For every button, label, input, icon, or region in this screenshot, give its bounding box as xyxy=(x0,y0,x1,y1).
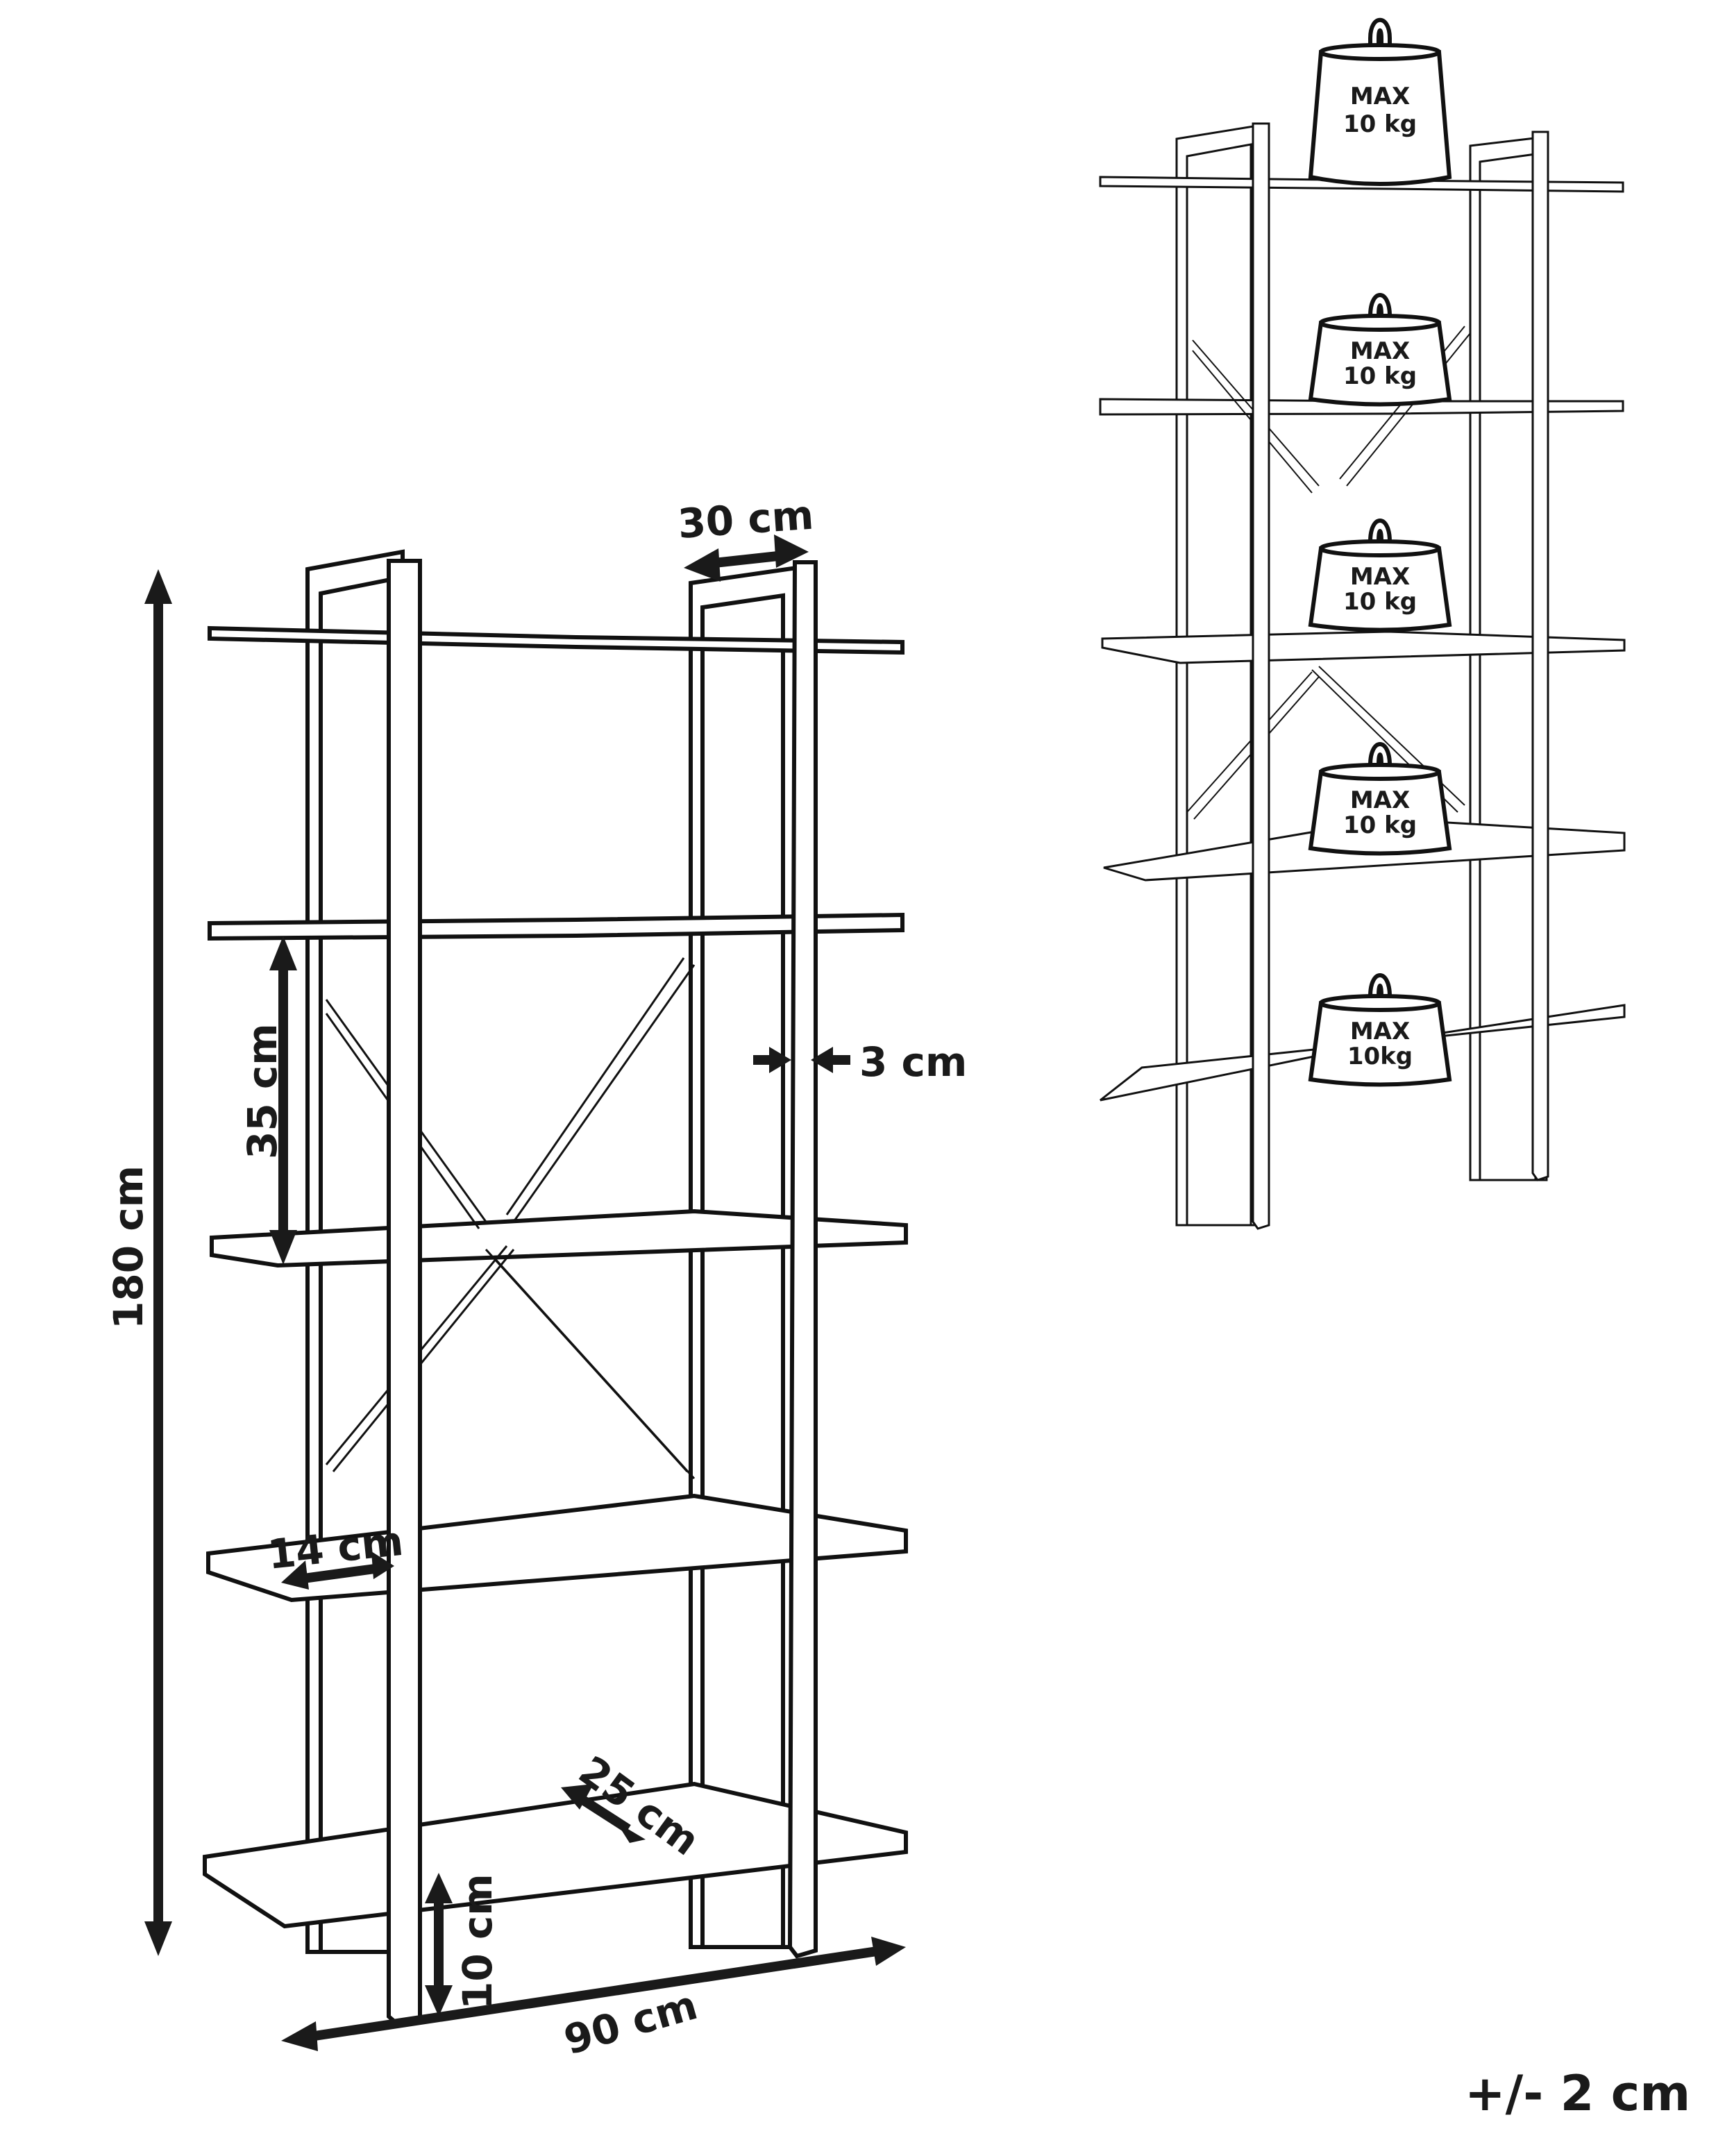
weight-icon: MAX 10 kg xyxy=(1308,17,1452,186)
dimension-arrows xyxy=(144,534,906,2051)
shelf-2 xyxy=(208,912,904,941)
dimensioned-shelf-drawing xyxy=(203,549,908,2028)
front-left-post xyxy=(387,559,422,2028)
dim-label-width-depth: 30 cm xyxy=(676,491,815,547)
weight-label-line1: MAX xyxy=(1350,1018,1410,1045)
rc-front-right-post xyxy=(1531,130,1549,1181)
weight-icon: MAX 10 kg xyxy=(1308,293,1452,407)
load-capacity-shelf-drawing xyxy=(1099,122,1626,1230)
weight-label-line2: 10 kg xyxy=(1343,362,1417,390)
rc-front-left-post xyxy=(1252,122,1270,1230)
dim-label-floor-clearance: 10 cm xyxy=(454,1873,501,2010)
weight-label-line1: MAX xyxy=(1350,563,1410,591)
rc-back-right-post xyxy=(1469,135,1548,1181)
tolerance-note: +/- 2 cm xyxy=(1465,2065,1690,2122)
weight-label-line1: MAX xyxy=(1350,83,1410,110)
back-right-post xyxy=(689,565,799,1949)
weight-label-line2: 10 kg xyxy=(1343,588,1417,616)
dim-label-total-height: 180 cm xyxy=(105,1165,152,1329)
shelf-1 xyxy=(208,625,904,655)
shelf-5 xyxy=(203,1781,908,1929)
front-right-post xyxy=(787,560,818,1959)
dim-label-post-thickness: 3 cm xyxy=(859,1038,967,1086)
shelf-4 xyxy=(206,1493,908,1603)
weight-icons: MAX 10 kg MAX 10 kg MAX 10 kg MAX 10 kg xyxy=(1308,17,1452,1087)
weight-label-line2: 10kg xyxy=(1347,1043,1413,1070)
weight-label-line1: MAX xyxy=(1350,786,1410,814)
dim-label-shelf-spacing: 35 cm xyxy=(239,1023,286,1159)
weight-icon: MAX 10kg xyxy=(1308,973,1452,1087)
weight-label-line2: 10 kg xyxy=(1343,110,1417,138)
weight-label-line2: 10 kg xyxy=(1343,811,1417,839)
weight-icon: MAX 10 kg xyxy=(1308,742,1452,856)
weight-label-line1: MAX xyxy=(1350,337,1410,365)
weight-icon: MAX 10 kg xyxy=(1308,519,1452,632)
shelf-3 xyxy=(210,1208,908,1268)
